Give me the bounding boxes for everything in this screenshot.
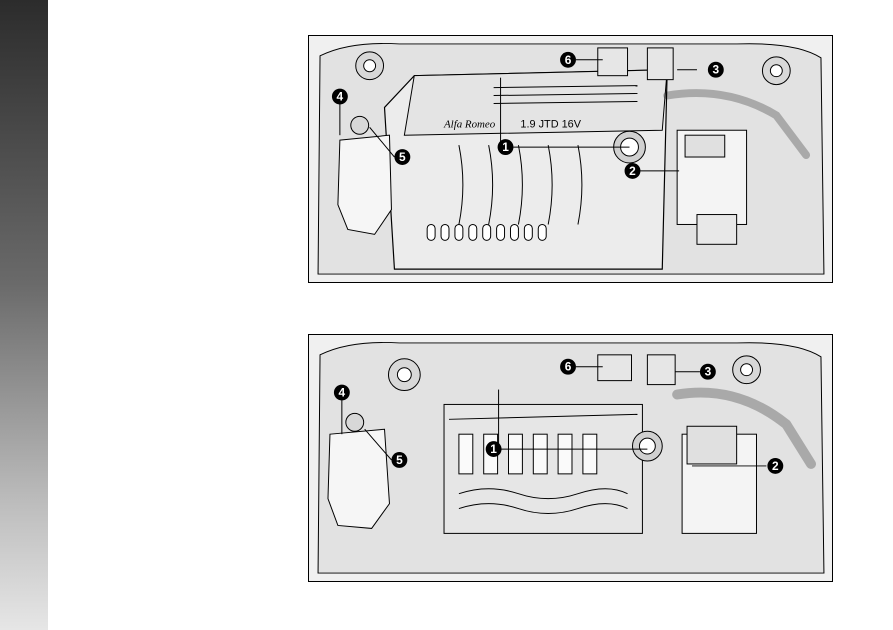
engine-bay-uncovered-figure: 1 2 3 4 5 6 [308, 334, 833, 582]
callout-6-marker: 6 [560, 51, 576, 68]
svg-text:5: 5 [396, 453, 403, 467]
brand-label: Alfa Romeo [443, 118, 496, 130]
side-tab-strip [0, 0, 48, 630]
callout-6-marker: 6 [560, 358, 576, 375]
svg-text:2: 2 [772, 459, 779, 473]
engine-model-label: 1.9 JTD 16V [520, 118, 581, 130]
svg-text:1: 1 [502, 140, 509, 154]
engine-bay-uncovered-illustration: 1 2 3 4 5 6 [310, 335, 831, 581]
callout-3-marker: 3 [707, 61, 724, 78]
callout-2-marker: 2 [624, 162, 641, 179]
svg-text:3: 3 [713, 63, 720, 77]
callout-3-marker: 3 [699, 363, 716, 380]
callout-1-marker: 1 [497, 139, 514, 156]
svg-text:5: 5 [399, 150, 406, 164]
svg-text:4: 4 [339, 386, 346, 400]
svg-text:6: 6 [565, 360, 572, 374]
svg-text:4: 4 [337, 89, 344, 103]
svg-text:2: 2 [629, 164, 636, 178]
engine-bay-covered-illustration: Alfa Romeo 1.9 JTD 16V [310, 36, 831, 282]
engine-bay-covered-figure: Alfa Romeo 1.9 JTD 16V [308, 35, 833, 283]
svg-text:1: 1 [490, 442, 497, 456]
svg-text:3: 3 [705, 365, 712, 379]
callout-4-marker: 4 [333, 384, 350, 401]
callout-5-marker: 5 [394, 149, 411, 165]
callout-2-marker: 2 [767, 458, 784, 474]
callout-5-marker: 5 [391, 452, 408, 468]
svg-text:6: 6 [565, 53, 572, 67]
callout-4-marker: 4 [331, 88, 348, 105]
callout-1-marker: 1 [485, 441, 502, 458]
